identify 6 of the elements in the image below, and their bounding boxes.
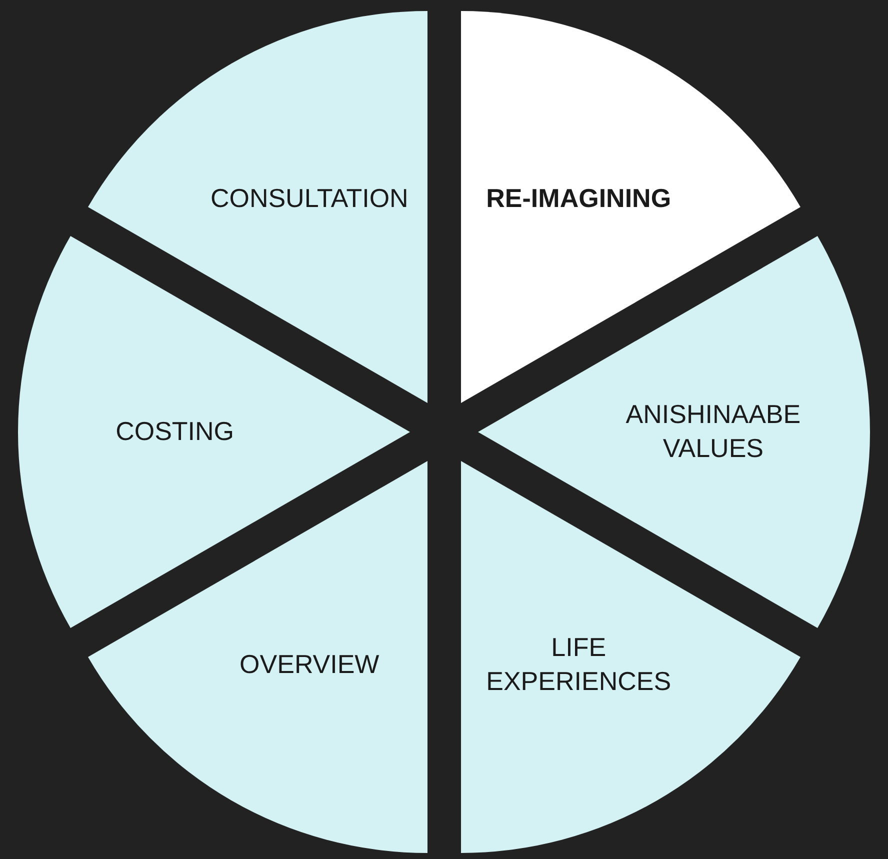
segment-label: OVERVIEW xyxy=(238,648,380,682)
segment-label: CONSULTATION xyxy=(209,182,410,215)
segment-label: RE-IMAGINING xyxy=(485,182,672,215)
segment-label: LIFE EXPERIENCES xyxy=(485,631,672,698)
segment-label: COSTING xyxy=(114,415,236,448)
segment-label: ANISHINAABE VALUES xyxy=(624,398,802,465)
